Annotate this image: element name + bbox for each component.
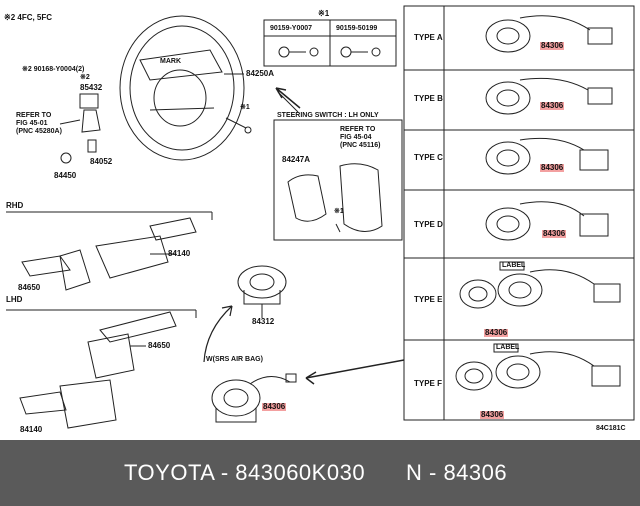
airbag-part-84306: 84306	[262, 402, 287, 411]
rhd-part-84650: 84650	[18, 283, 41, 292]
type-e-label: TYPE E	[414, 295, 443, 304]
wheel-mark-label: MARK	[160, 58, 181, 65]
rhd-title: RHD	[6, 201, 24, 210]
lhd-part-84140: 84140	[20, 425, 43, 434]
airbag-label: W(SRS AIR BAG)	[206, 356, 263, 363]
part-85432: 85432	[80, 83, 103, 92]
type-d-part: 84306	[542, 229, 567, 238]
part-84052: 84052	[90, 157, 113, 166]
type-c-label: TYPE C	[414, 153, 443, 162]
screw-part-1: 90159-Y0007	[270, 25, 313, 32]
footer-part-number: TOYOTA - 843060K030	[124, 460, 366, 485]
type-e-label-tag: LABEL	[502, 262, 526, 269]
note2-marker: ※2	[80, 74, 90, 81]
part-84312: 84312	[252, 317, 275, 326]
type-f-label-tag: LABEL	[496, 344, 520, 351]
steering-switch-title: STEERING SWITCH : LH ONLY	[277, 112, 379, 119]
type-a-label: TYPE A	[414, 33, 443, 42]
type-b-part: 84306	[540, 101, 565, 110]
steering-switch-refer: REFER TO FIG 45-04 (PNC 45116)	[340, 126, 381, 150]
type-d-label: TYPE D	[414, 220, 443, 229]
part-84247A: 84247A	[282, 155, 311, 164]
type-a-part: 84306	[540, 41, 565, 50]
footer-pnc: N - 84306	[406, 460, 508, 485]
part-84450: 84450	[54, 171, 77, 180]
lhd-title: LHD	[6, 295, 23, 304]
part-84250A: 84250A	[246, 69, 275, 78]
type-b-label: TYPE B	[414, 94, 443, 103]
diagram-drawing	[6, 5, 635, 429]
upper-refer: REFER TO FIG 45-01 (PNC 45280A)	[16, 112, 62, 136]
footer-bar: TOYOTA - 843060K030 N - 84306	[0, 440, 640, 506]
type-f-part: 84306	[480, 410, 505, 419]
table-note-marker: ※1	[318, 9, 330, 18]
lhd-part-84650: 84650	[148, 341, 171, 350]
screw-part-2: 90159-50199	[336, 25, 378, 32]
steering-wheel-outline	[119, 15, 245, 161]
switch-note: ※1	[334, 208, 344, 215]
part-90168: ※2 90168-Y0004(2)	[22, 66, 85, 73]
figure-code: 84C181C	[596, 425, 626, 432]
type-c-part: 84306	[540, 163, 565, 172]
type-e-part: 84306	[484, 328, 509, 337]
parts-diagram: ※2 4FC, 5FC ※1 90159-Y0007 90159-50199 M…	[4, 5, 635, 434]
applicability-note: ※2 4FC, 5FC	[4, 13, 53, 22]
wheel-note: ※1	[240, 104, 250, 111]
rhd-part-84140: 84140	[168, 249, 191, 258]
type-f-label: TYPE F	[414, 379, 443, 388]
